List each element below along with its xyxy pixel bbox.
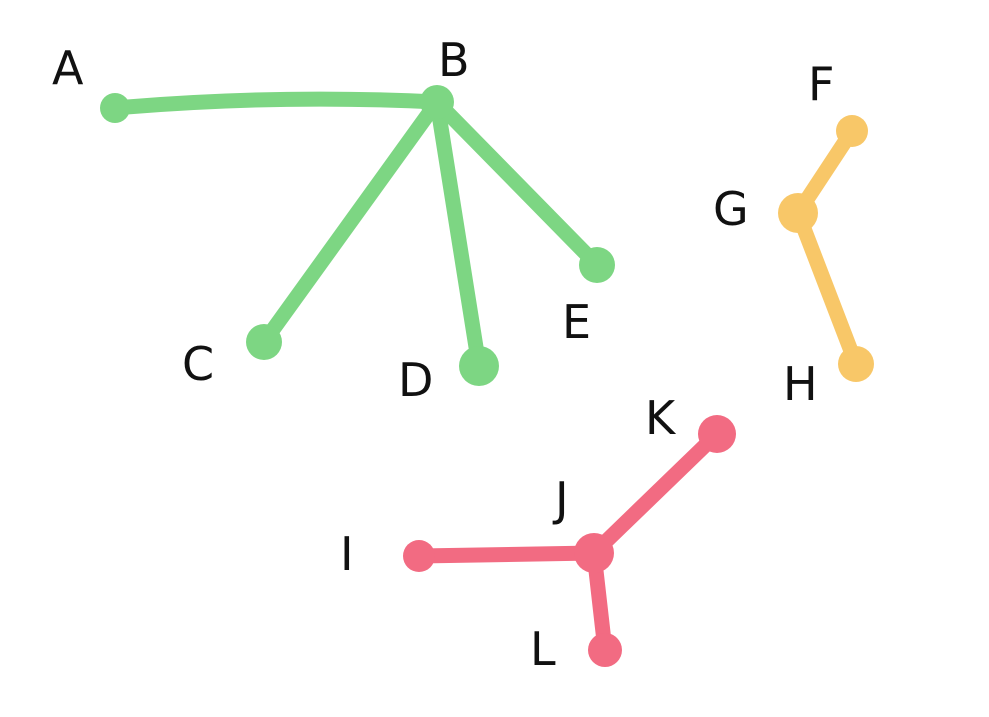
- node-label-B: B: [438, 33, 470, 87]
- node-label-G: G: [713, 182, 749, 236]
- node-F: [836, 115, 868, 147]
- node-label-J: J: [552, 472, 569, 526]
- node-I: [403, 540, 435, 572]
- node-H: [838, 346, 874, 382]
- edge-B-C: [256, 94, 445, 350]
- node-label-C: C: [182, 337, 214, 391]
- node-label-F: F: [808, 57, 834, 111]
- node-label-A: A: [52, 41, 84, 95]
- nodes-layer: [100, 85, 874, 667]
- node-K: [698, 415, 736, 453]
- node-label-L: L: [530, 622, 556, 676]
- node-L: [588, 633, 622, 667]
- node-label-I: I: [340, 527, 354, 581]
- labels-layer: A B C D E F G H I J K L: [52, 33, 834, 676]
- node-E: [579, 247, 615, 283]
- edge-I-J: [411, 545, 602, 564]
- edge-B-D: [429, 94, 487, 374]
- node-label-D: D: [398, 353, 433, 407]
- edge-B-E: [429, 94, 605, 273]
- node-B: [420, 85, 454, 119]
- node-G: [778, 193, 818, 233]
- node-label-H: H: [783, 357, 818, 411]
- edge-J-K: [586, 426, 725, 561]
- node-label-K: K: [645, 391, 677, 445]
- edge-A-B: [107, 91, 445, 116]
- node-D: [459, 346, 499, 386]
- edge-G-H: [790, 205, 864, 372]
- edges-layer: [107, 91, 864, 658]
- node-C: [246, 324, 282, 360]
- node-J: [574, 533, 614, 573]
- node-label-E: E: [562, 295, 591, 349]
- node-A: [100, 93, 130, 123]
